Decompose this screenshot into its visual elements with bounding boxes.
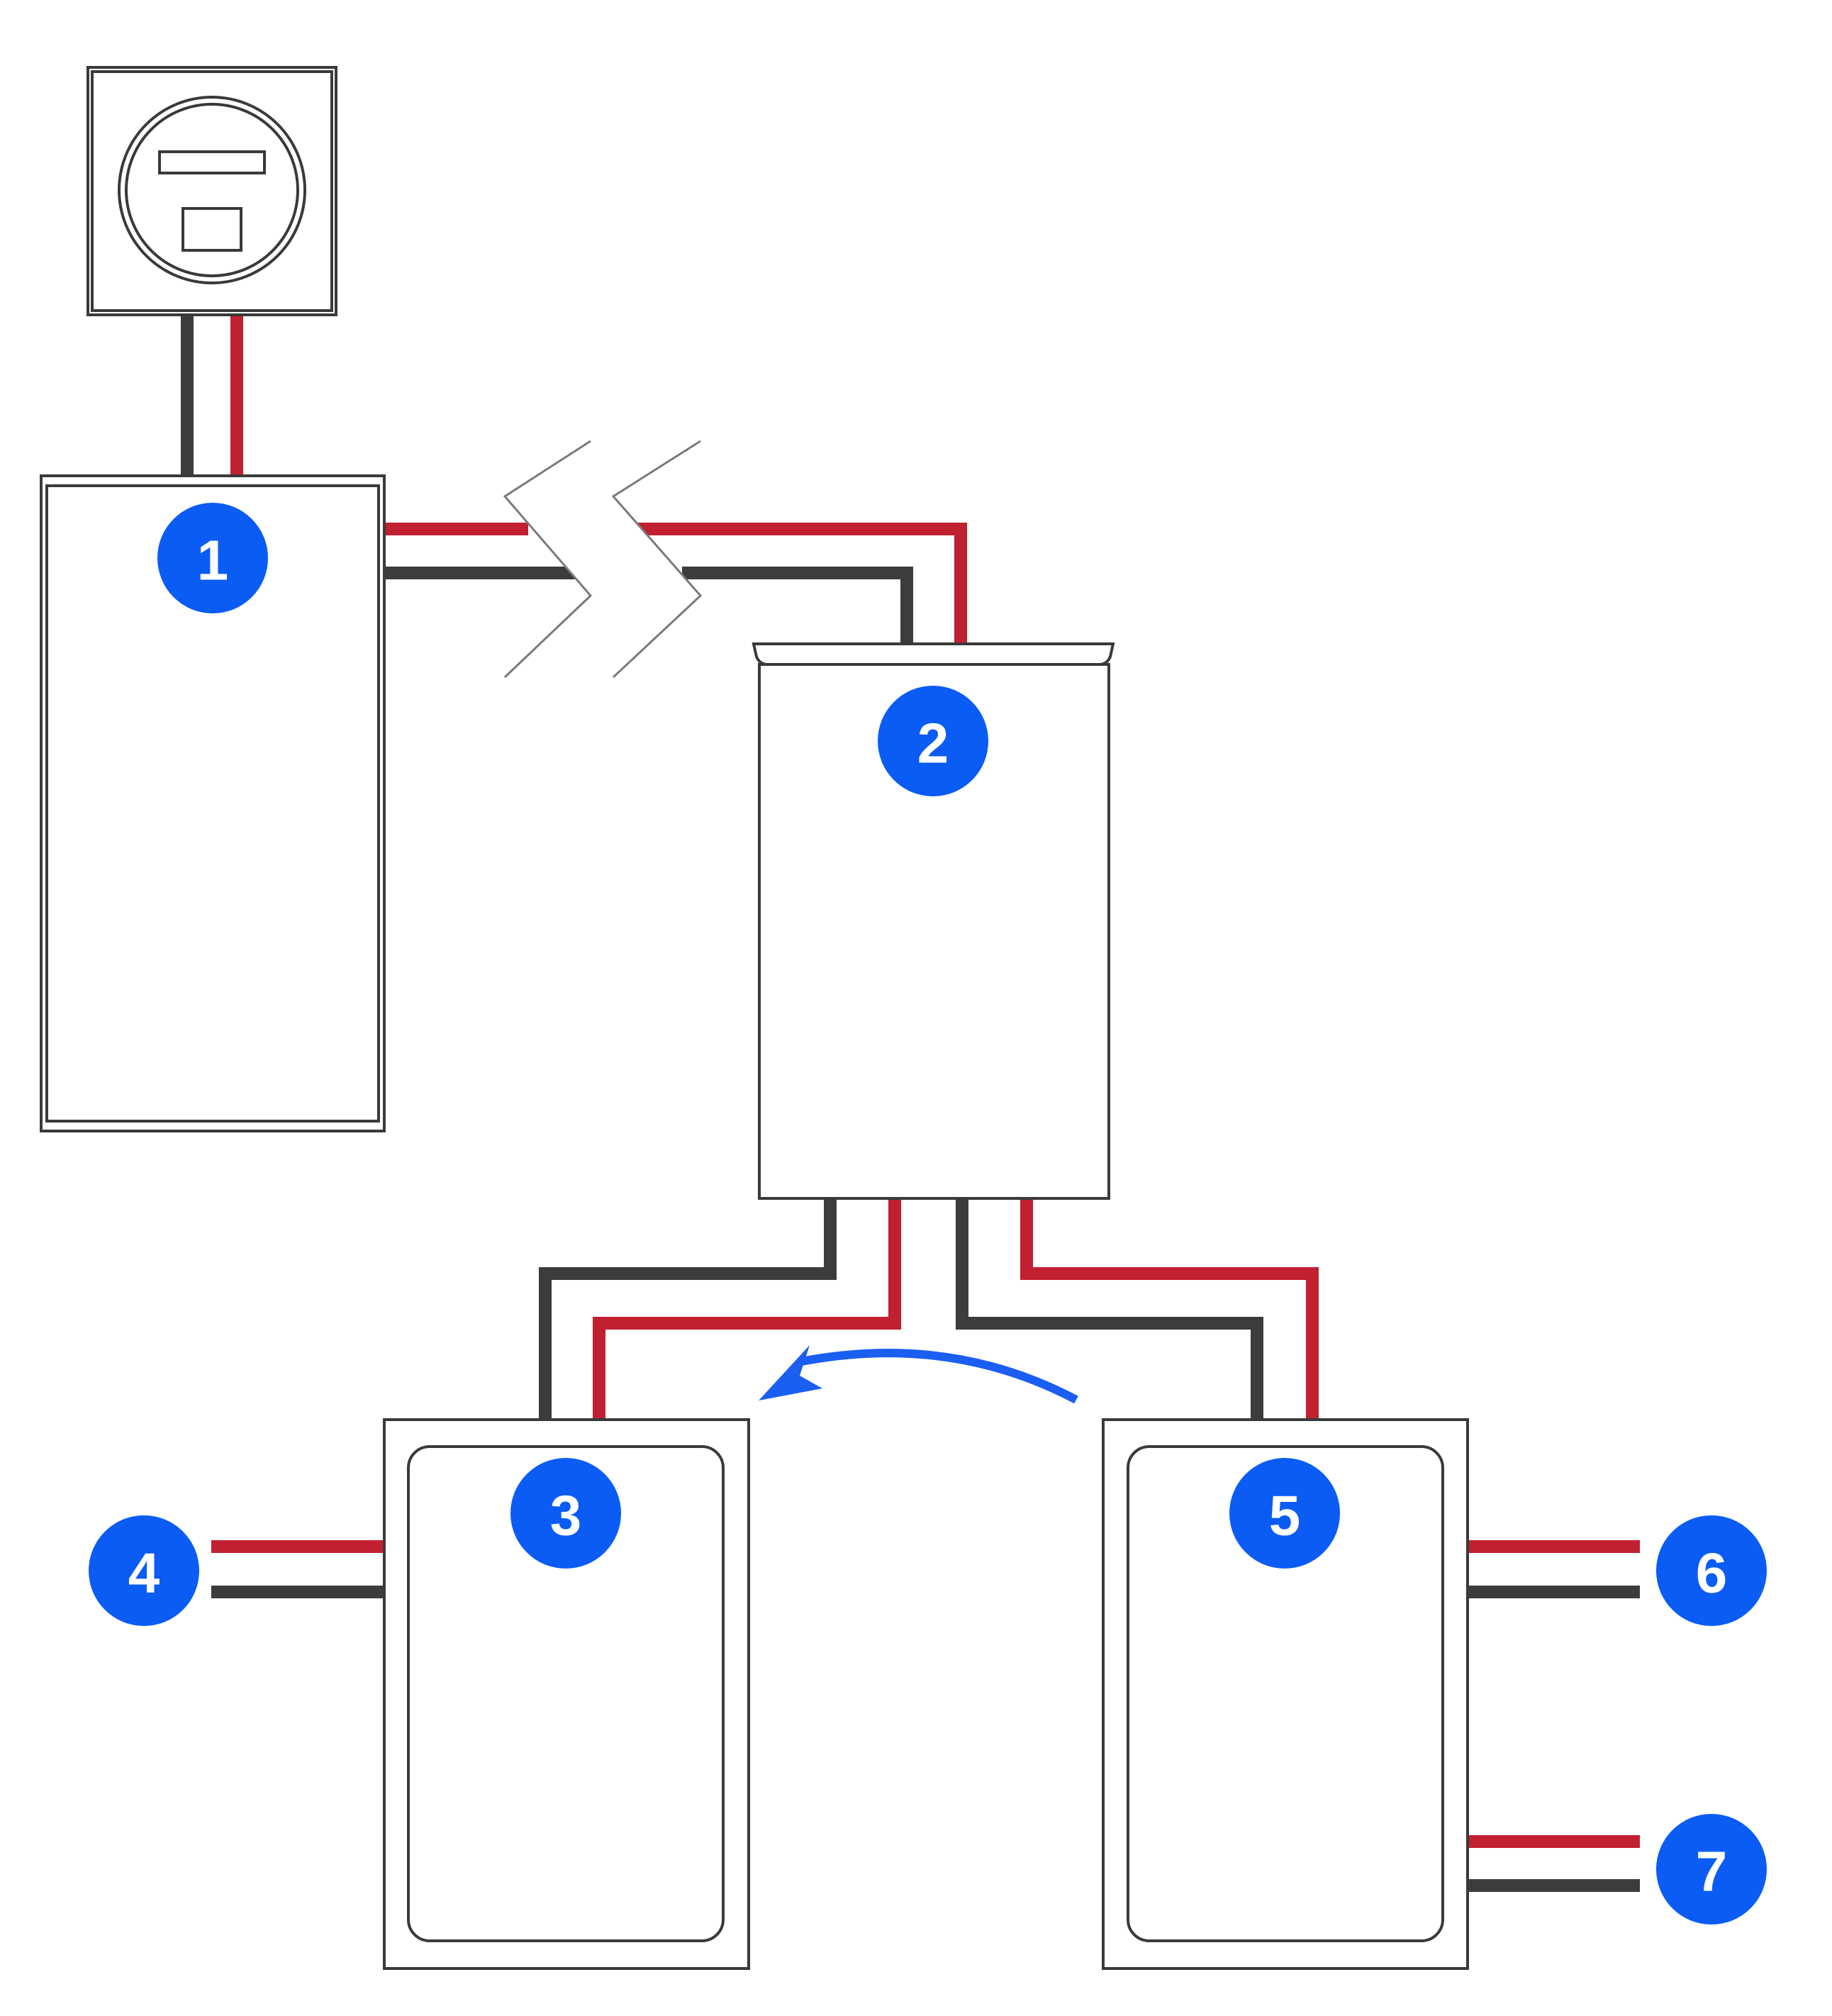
wire-break-symbol — [503, 440, 703, 679]
wires — [181, 315, 1640, 1892]
badge-3: 3 — [510, 1458, 621, 1569]
branch-5-neutral-wire — [956, 1198, 1263, 1420]
badge-3-label: 3 — [550, 1484, 582, 1547]
badge-6-label: 6 — [1696, 1542, 1728, 1605]
feed-neutral-wire-right — [682, 567, 913, 644]
badge-2-label: 2 — [917, 712, 949, 775]
badge-5-label: 5 — [1269, 1484, 1301, 1547]
badge-4-label: 4 — [128, 1542, 160, 1605]
badge-2: 2 — [878, 686, 988, 796]
branch-5-hot-wire — [1020, 1198, 1319, 1420]
break-line-right — [611, 440, 703, 679]
curved-arrow-icon — [759, 1345, 1078, 1404]
branch-3-neutral-wire — [539, 1198, 837, 1420]
badge-1-label: 1 — [197, 529, 229, 592]
badge-6: 6 — [1656, 1515, 1767, 1626]
badges: 1 2 3 4 5 6 7 — [89, 503, 1767, 1925]
badge-1: 1 — [157, 503, 268, 613]
panel-5 — [1102, 1418, 1469, 1970]
badge-7-label: 7 — [1696, 1840, 1728, 1903]
break-gap-fill — [505, 441, 700, 677]
badge-7: 7 — [1656, 1814, 1767, 1925]
feed-hot-wire-right — [635, 523, 967, 644]
break-line-left — [503, 440, 593, 679]
badge-5: 5 — [1229, 1458, 1340, 1569]
branch-3-hot-wire — [593, 1198, 901, 1420]
electric-meter-icon — [86, 66, 337, 316]
badge-4: 4 — [89, 1515, 199, 1626]
